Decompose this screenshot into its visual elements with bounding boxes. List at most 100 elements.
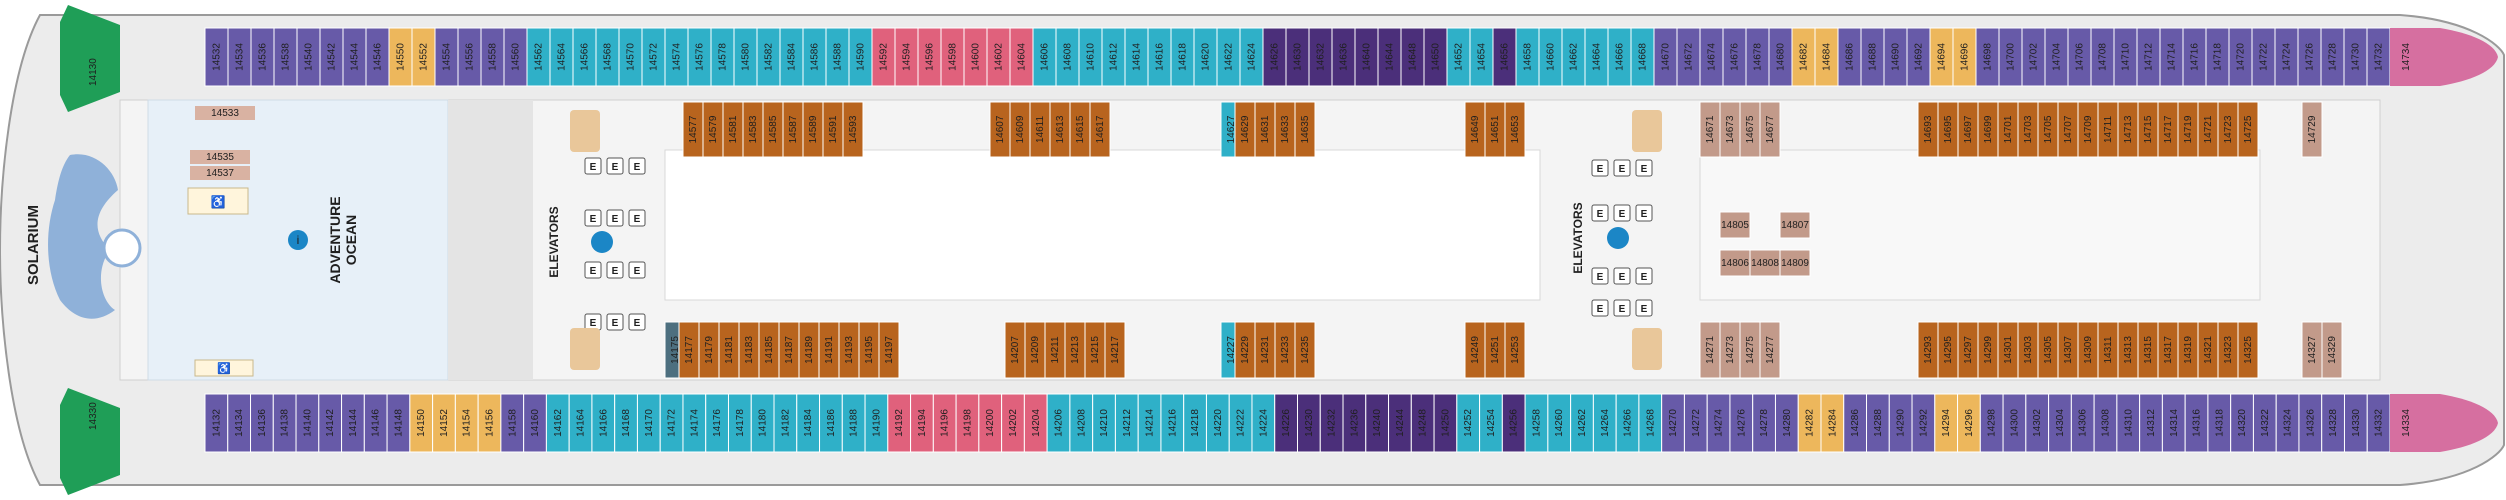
cabin-14268[interactable]: 14268 — [1638, 393, 1663, 453]
cabin-14673[interactable]: 14673 — [1719, 101, 1741, 158]
cabin-14160[interactable]: 14160 — [523, 393, 547, 453]
cabin-14215[interactable]: 14215 — [1084, 321, 1106, 379]
cabin-14674[interactable]: 14674 — [1699, 27, 1724, 87]
cabin-14323[interactable]: 14323 — [2217, 321, 2239, 379]
cabin-14654[interactable]: 14654 — [1469, 27, 1494, 87]
cabin-14606[interactable]: 14606 — [1032, 27, 1057, 87]
cabin-14183[interactable]: 14183 — [738, 321, 760, 379]
cabin-14328[interactable]: 14328 — [2321, 393, 2345, 453]
cabin-14207[interactable]: 14207 — [1004, 321, 1026, 379]
cabin-14188[interactable]: 14188 — [841, 393, 866, 453]
cabin-14177[interactable]: 14177 — [678, 321, 700, 379]
cabin-14148[interactable]: 14148 — [386, 393, 411, 453]
cabin-14582[interactable]: 14582 — [756, 27, 781, 87]
cabin-14262[interactable]: 14262 — [1570, 393, 1594, 453]
cabin-14330[interactable]: 14330 — [2343, 393, 2368, 453]
cabin-14193[interactable]: 14193 — [838, 321, 860, 379]
cabin-14540[interactable]: 14540 — [296, 27, 321, 87]
cabin-14556[interactable]: 14556 — [457, 27, 482, 87]
cabin-14214[interactable]: 14214 — [1137, 393, 1162, 453]
cabin-14134[interactable]: 14134 — [227, 393, 252, 453]
cabin-14711[interactable]: 14711 — [2097, 101, 2119, 158]
cabin-14158[interactable]: 14158 — [500, 393, 525, 453]
cabin-14327[interactable]: 14327 — [2301, 321, 2323, 379]
cabin-14807[interactable]: 14807 — [1779, 211, 1811, 239]
cabin-14626[interactable]: 14626 — [1262, 27, 1287, 87]
cabin-14226[interactable]: 14226 — [1274, 393, 1299, 453]
cabin-14280[interactable]: 14280 — [1774, 393, 1799, 453]
cabin-14709[interactable]: 14709 — [2077, 101, 2099, 158]
cabin-14648[interactable]: 14648 — [1400, 27, 1425, 87]
cabin-14317[interactable]: 14317 — [2157, 321, 2179, 379]
cabin-14542[interactable]: 14542 — [319, 27, 344, 87]
cabin-14222[interactable]: 14222 — [1228, 393, 1253, 453]
cabin-14299[interactable]: 14299 — [1977, 321, 1999, 379]
cabin-14305[interactable]: 14305 — [2037, 321, 2059, 379]
cabin-14690[interactable]: 14690 — [1883, 27, 1908, 87]
cabin-14136[interactable]: 14136 — [250, 393, 274, 453]
cabin-14608[interactable]: 14608 — [1055, 27, 1080, 87]
cabin-14288[interactable]: 14288 — [1866, 393, 1890, 453]
cabin-14678[interactable]: 14678 — [1745, 27, 1770, 87]
cabin-14636[interactable]: 14636 — [1331, 27, 1356, 87]
cabin-14546[interactable]: 14546 — [365, 27, 390, 87]
cabin-14181[interactable]: 14181 — [718, 321, 740, 379]
cabin-14705[interactable]: 14705 — [2037, 101, 2059, 158]
cabin-14721[interactable]: 14721 — [2197, 101, 2219, 158]
cabin-14170[interactable]: 14170 — [636, 393, 661, 453]
cabin-14146[interactable]: 14146 — [363, 393, 388, 453]
cabin-14630[interactable]: 14630 — [1285, 27, 1310, 87]
cabin-14552[interactable]: 14552 — [411, 27, 436, 87]
cabin-14275[interactable]: 14275 — [1739, 321, 1761, 379]
cabin-14562[interactable]: 14562 — [526, 27, 551, 87]
cabin-14715[interactable]: 14715 — [2137, 101, 2159, 158]
cabin-14589[interactable]: 14589 — [802, 101, 824, 158]
cabin-14728[interactable]: 14728 — [2320, 27, 2345, 87]
cabin-14720[interactable]: 14720 — [2228, 27, 2253, 87]
cabin-14270[interactable]: 14270 — [1661, 393, 1685, 453]
cabin-14274[interactable]: 14274 — [1706, 393, 1731, 453]
cabin-14704[interactable]: 14704 — [2044, 27, 2069, 87]
cabin-14256[interactable]: 14256 — [1501, 393, 1526, 453]
cabin-14150[interactable]: 14150 — [409, 393, 434, 453]
cabin-14321[interactable]: 14321 — [2197, 321, 2219, 379]
cabin-14276[interactable]: 14276 — [1729, 393, 1754, 453]
cabin-14185[interactable]: 14185 — [758, 321, 780, 379]
cabin-14666[interactable]: 14666 — [1607, 27, 1632, 87]
cabin-14190[interactable]: 14190 — [864, 393, 889, 453]
cabin-14714[interactable]: 14714 — [2159, 27, 2184, 87]
cabin-14538[interactable]: 14538 — [273, 27, 298, 87]
cabin-14700[interactable]: 14700 — [1998, 27, 2023, 87]
cabin-14726[interactable]: 14726 — [2297, 27, 2322, 87]
cabin-14732[interactable]: 14732 — [2366, 27, 2391, 87]
cabin-14162[interactable]: 14162 — [545, 393, 570, 453]
cabin-14192[interactable]: 14192 — [887, 393, 912, 453]
cabin-14294[interactable]: 14294 — [1934, 393, 1959, 453]
cabin-14296[interactable]: 14296 — [1957, 393, 1981, 453]
cabin-14211[interactable]: 14211 — [1044, 321, 1066, 379]
cabin-14307[interactable]: 14307 — [2057, 321, 2079, 379]
cabin-14618[interactable]: 14618 — [1170, 27, 1195, 87]
cabin-14197[interactable]: 14197 — [878, 321, 900, 379]
cabin-14710[interactable]: 14710 — [2113, 27, 2138, 87]
cabin-14213[interactable]: 14213 — [1064, 321, 1086, 379]
cabin-14252[interactable]: 14252 — [1456, 393, 1481, 453]
cabin-14292[interactable]: 14292 — [1911, 393, 1936, 453]
cabin-14706[interactable]: 14706 — [2067, 27, 2092, 87]
cabin-14332[interactable]: 14332 — [2366, 393, 2391, 453]
cabin-14218[interactable]: 14218 — [1183, 393, 1207, 453]
cabin-14298[interactable]: 14298 — [1979, 393, 2004, 453]
cabin-14590[interactable]: 14590 — [848, 27, 873, 87]
cabin-14233[interactable]: 14233 — [1274, 321, 1296, 379]
cabin-14719[interactable]: 14719 — [2177, 101, 2199, 158]
cabin-14313[interactable]: 14313 — [2117, 321, 2139, 379]
cabin-14554[interactable]: 14554 — [434, 27, 459, 87]
cabin-14560[interactable]: 14560 — [503, 27, 528, 87]
cabin-14304[interactable]: 14304 — [2048, 393, 2072, 453]
cabin-14708[interactable]: 14708 — [2090, 27, 2115, 87]
cabin-14236[interactable]: 14236 — [1342, 393, 1367, 453]
cabin-14622[interactable]: 14622 — [1216, 27, 1241, 87]
cabin-14198[interactable]: 14198 — [955, 393, 980, 453]
cabin-14633[interactable]: 14633 — [1274, 101, 1296, 158]
cabin-14217[interactable]: 14217 — [1104, 321, 1126, 379]
